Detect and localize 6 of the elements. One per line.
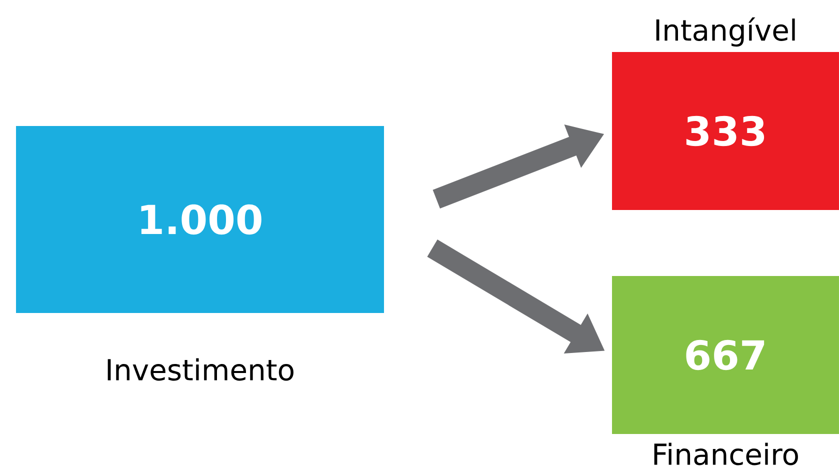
caption-text: Intangível (656, 17, 795, 47)
value-box: 667 (612, 276, 839, 434)
value-box: 1.000 (16, 126, 384, 313)
caption-text: Financeiro (654, 442, 798, 466)
caption-text: Investimento (108, 358, 294, 381)
value-box: 333 (612, 52, 839, 210)
